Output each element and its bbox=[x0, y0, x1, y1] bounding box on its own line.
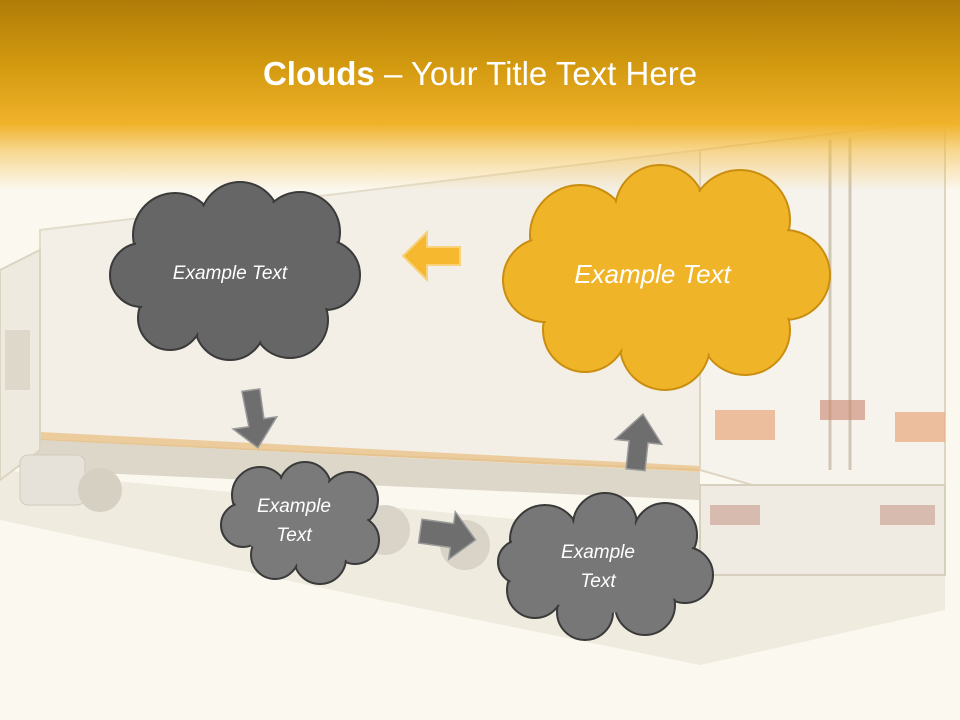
arrow-right[interactable] bbox=[417, 507, 479, 562]
slide-title[interactable]: Clouds – Your Title Text Here bbox=[0, 52, 960, 96]
title-bold: Clouds bbox=[262, 55, 375, 92]
arrow-up[interactable] bbox=[612, 412, 665, 473]
title-band bbox=[0, 0, 960, 190]
title-separator: – bbox=[383, 55, 411, 92]
arrow-down[interactable] bbox=[228, 387, 281, 451]
arrow-left[interactable] bbox=[401, 229, 461, 283]
title-rest: Your Title Text Here bbox=[410, 55, 698, 92]
